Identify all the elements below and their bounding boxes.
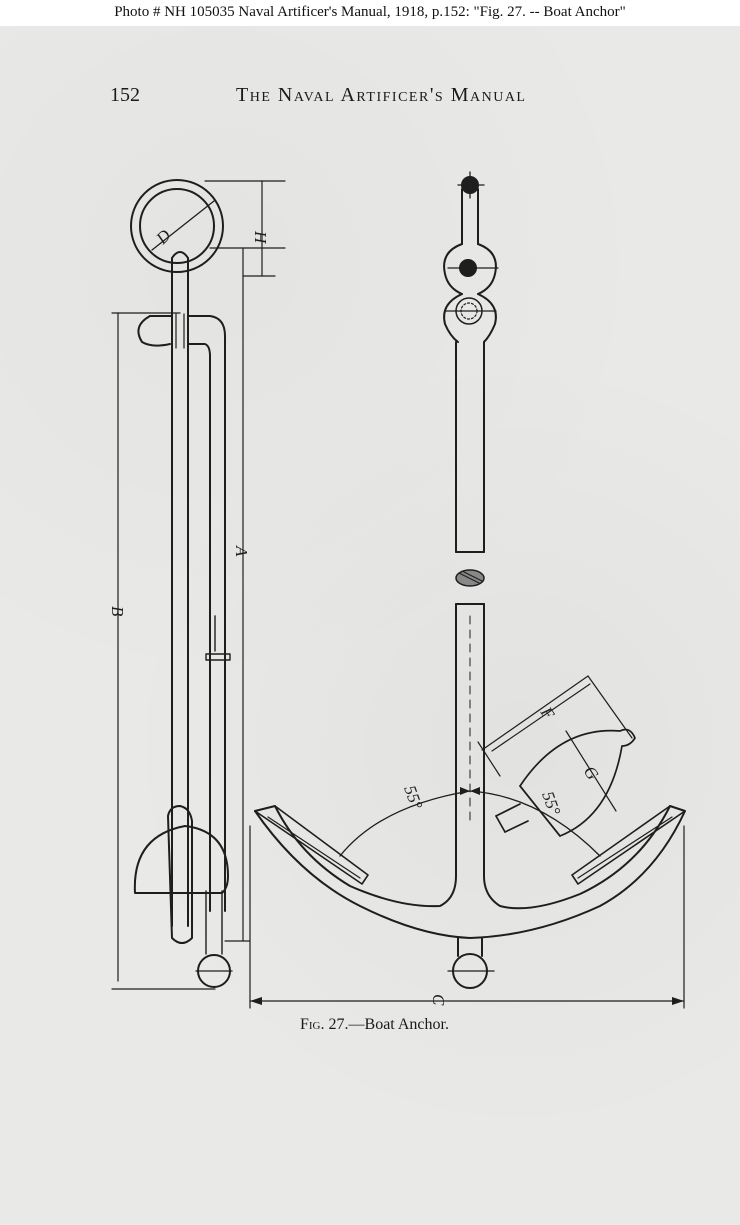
label-g: G (580, 762, 603, 783)
manual-page: 152 The Naval Artificer's Manual (0, 26, 740, 1225)
label-c: C (429, 994, 448, 1006)
label-angle-left: 55° (400, 783, 426, 812)
ring-side-view (130, 179, 224, 273)
figure-caption: Fig. 27.—Boat Anchor. (300, 1016, 449, 1034)
figure-number: Fig. 27. (300, 1016, 349, 1033)
boat-anchor-drawing: D H A B C F G 55° 55° (108, 171, 686, 1009)
figure-title: —Boat Anchor. (348, 1016, 449, 1033)
label-a: A (232, 545, 251, 557)
label-d: D (152, 225, 175, 248)
page-number: 152 (110, 84, 140, 106)
fluke-detail (495, 728, 636, 837)
label-b: B (108, 606, 127, 617)
label-h: H (251, 230, 270, 245)
photo-caption: Photo # NH 105035 Naval Artificer's Manu… (0, 0, 740, 26)
running-head: The Naval Artificer's Manual (236, 84, 527, 106)
label-f: F (536, 703, 558, 724)
